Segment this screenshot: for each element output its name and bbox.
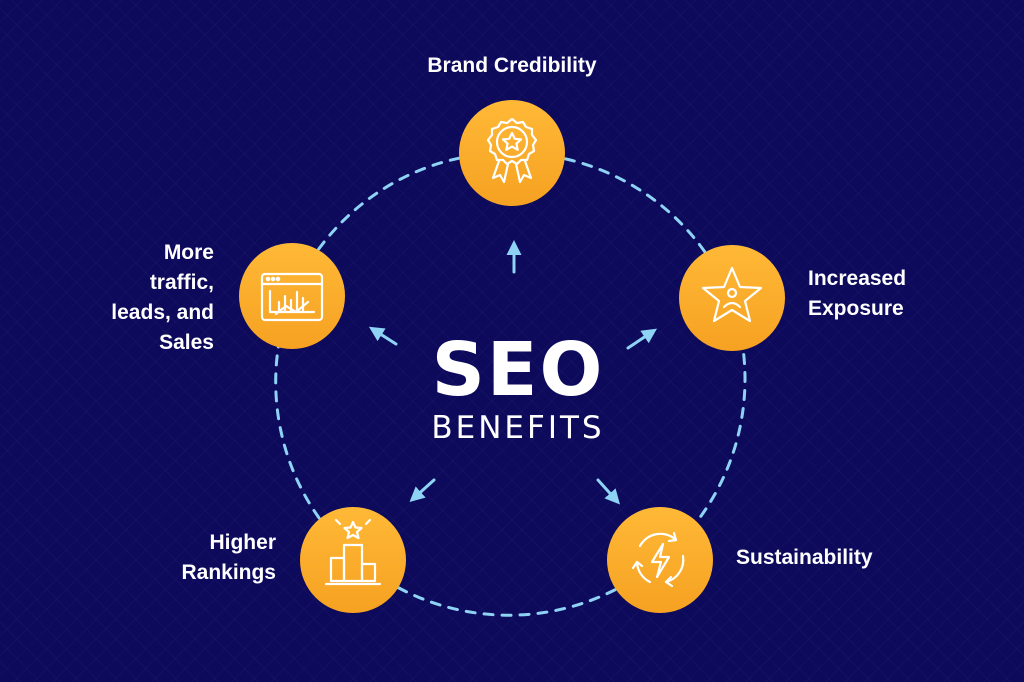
browser-chart-icon xyxy=(260,272,324,322)
label-brand-credibility: Brand Credibility xyxy=(427,54,597,77)
label-increased-exposure: Increased Exposure xyxy=(808,267,907,320)
node-more-traffic xyxy=(239,243,345,349)
center-arrows xyxy=(368,240,657,505)
title-main: SEO xyxy=(431,327,605,413)
podium-star-icon xyxy=(324,518,382,586)
node-sustainability xyxy=(607,507,713,613)
label-more-traffic: More traffic, leads, and Sales xyxy=(111,241,214,354)
arrow-to-higher-rankings xyxy=(409,478,436,503)
title-sub: BENEFITS xyxy=(431,410,605,446)
node-increased-exposure xyxy=(679,245,785,351)
arrow-to-more-traffic xyxy=(368,326,398,346)
dashed-cycle-connector xyxy=(274,151,747,617)
node-higher-rankings xyxy=(300,507,406,613)
arrow-to-sustainability xyxy=(596,478,621,505)
recycle-lightning-icon xyxy=(631,531,685,588)
arrow-to-increased-exposure xyxy=(626,328,657,350)
star-person-icon xyxy=(701,266,763,323)
label-higher-rankings: Higher Rankings xyxy=(181,531,276,584)
label-sustainability: Sustainability xyxy=(736,546,873,569)
award-badge-icon xyxy=(486,117,538,184)
node-brand-credibility xyxy=(459,100,565,206)
